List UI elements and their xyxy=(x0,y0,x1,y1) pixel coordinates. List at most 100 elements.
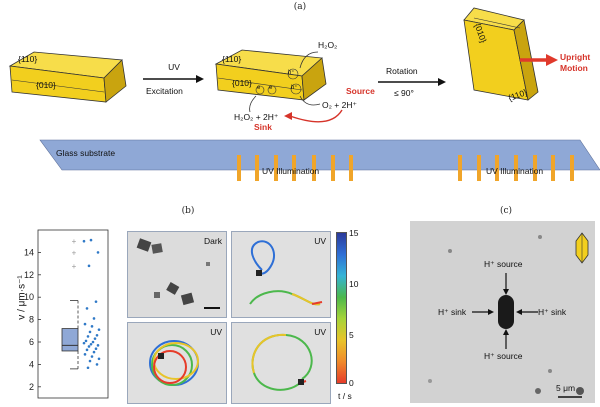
upright-motion-label: Upright Motion xyxy=(560,52,591,73)
data-point xyxy=(91,340,95,344)
hole-label-2: h⁺ xyxy=(291,85,298,91)
uv-excitation-arrow xyxy=(143,75,204,83)
motion-arrow xyxy=(520,54,558,66)
h-sink-right: H⁺ sink xyxy=(538,307,567,317)
data-point xyxy=(89,342,93,346)
h2o2-top-label: H₂O₂ xyxy=(318,40,338,50)
colorbar-tick-5: 5 xyxy=(349,330,354,340)
data-point xyxy=(92,350,96,354)
data-point xyxy=(82,341,86,345)
data-point xyxy=(95,363,99,366)
data-point xyxy=(82,239,86,243)
outlier-marker: + xyxy=(72,237,77,246)
uv-illumination-left: UV Illumination xyxy=(262,166,320,176)
image-uv-3: UV xyxy=(231,322,331,404)
data-point xyxy=(90,355,94,358)
data-point xyxy=(83,322,87,326)
velocity-boxplot: 14 12 10 8 6 4 2 + + + xyxy=(24,229,109,399)
data-point xyxy=(96,251,100,254)
rotation-arrow xyxy=(378,78,446,86)
crystal2-face-top: {110} xyxy=(222,54,242,64)
ytick-label: 4 xyxy=(29,359,34,369)
data-point xyxy=(85,307,89,310)
dark-label: Dark xyxy=(204,236,222,246)
uv-illumination-right: UV Illumination xyxy=(486,166,544,176)
electron-circle-2 xyxy=(267,85,277,95)
data-point xyxy=(88,330,92,334)
arrow2-bottom-label: ≤ 90° xyxy=(394,88,414,98)
colorbar-tick-15: 15 xyxy=(349,228,359,238)
hole-circle-2 xyxy=(290,83,302,95)
data-points: + + + xyxy=(72,237,101,370)
ytick-label: 14 xyxy=(24,247,34,257)
microscope-image: H⁺ source H⁺ source H⁺ sink H⁺ sink 5 μm xyxy=(410,221,595,403)
y-axis: 14 12 10 8 6 4 2 xyxy=(24,247,41,392)
hole-label-1: h⁺ xyxy=(288,70,295,76)
uv2-label: UV xyxy=(210,327,222,337)
panel-a-caption: (a) xyxy=(293,2,307,12)
data-point xyxy=(90,325,94,328)
data-point xyxy=(86,366,90,370)
boxplot-ylabel: v / μm·s⁻¹ xyxy=(16,275,28,320)
data-point xyxy=(87,345,91,348)
sink-label: Sink xyxy=(254,122,272,132)
data-point xyxy=(94,347,98,351)
panel-b-caption: (b) xyxy=(181,206,195,216)
ytick-label: 10 xyxy=(24,292,34,302)
h-sink-left: H⁺ sink xyxy=(438,307,467,317)
ytick-label: 12 xyxy=(24,270,34,280)
crystal1-face-front: {010} xyxy=(36,80,56,90)
data-point xyxy=(87,264,91,268)
particle-rod xyxy=(498,295,514,329)
data-point xyxy=(97,328,101,331)
crystal2-face-front: {010} xyxy=(232,78,252,88)
data-point xyxy=(86,335,90,338)
box-plot-box xyxy=(61,300,79,370)
data-point xyxy=(96,344,100,347)
colorbar-tick-0: 0 xyxy=(349,378,354,388)
data-point xyxy=(92,317,96,320)
crystal-1 xyxy=(8,51,127,103)
ytick-label: 8 xyxy=(29,315,34,325)
panel-a-diagram xyxy=(8,7,600,181)
data-point xyxy=(83,353,87,356)
data-point xyxy=(89,238,93,242)
arrow2-top-label: Rotation xyxy=(386,66,418,76)
image-dark: Dark xyxy=(127,231,227,318)
h-source-top: H⁺ source xyxy=(484,259,523,269)
o2-2h-label: O₂ + 2H⁺ xyxy=(322,100,357,110)
uv-bars-right xyxy=(458,155,574,181)
ytick-label: 6 xyxy=(29,337,34,347)
arrow1-top-label: UV xyxy=(168,62,180,72)
crystal1-face-top: {110} xyxy=(18,54,38,64)
substrate-label: Glass substrate xyxy=(56,148,116,158)
source-label: Source xyxy=(346,86,375,96)
outlier-marker: + xyxy=(72,262,77,271)
uv-bars-left xyxy=(237,155,353,181)
panel-c-caption: (c) xyxy=(499,206,513,216)
electron-label-2: e xyxy=(269,85,273,91)
data-point xyxy=(84,339,88,343)
colorbar-label: t / s xyxy=(338,391,352,401)
uv3-label: UV xyxy=(314,327,326,337)
data-point xyxy=(93,337,97,340)
iqr-box xyxy=(61,328,79,352)
data-point xyxy=(88,359,92,363)
colorbar-tick-10: 10 xyxy=(349,279,359,289)
data-point xyxy=(94,300,98,303)
crystal-2 xyxy=(214,49,343,123)
time-colorbar xyxy=(336,232,347,384)
electron-circle-1 xyxy=(255,85,265,95)
ytick-label: 2 xyxy=(29,382,34,392)
scale-bar-label: 5 μm xyxy=(556,383,576,393)
outlier-marker: + xyxy=(72,248,77,257)
image-uv-2: UV xyxy=(127,322,227,404)
image-uv-1: UV xyxy=(231,231,331,318)
h2o2-2h-label: H₂O₂ + 2H⁺ xyxy=(234,112,279,122)
h-source-bottom: H⁺ source xyxy=(484,351,523,361)
uv1-label: UV xyxy=(314,236,326,246)
data-point xyxy=(95,333,99,337)
hole-circle-1 xyxy=(287,68,299,80)
crystal-3 xyxy=(463,7,539,101)
data-point xyxy=(97,357,101,361)
